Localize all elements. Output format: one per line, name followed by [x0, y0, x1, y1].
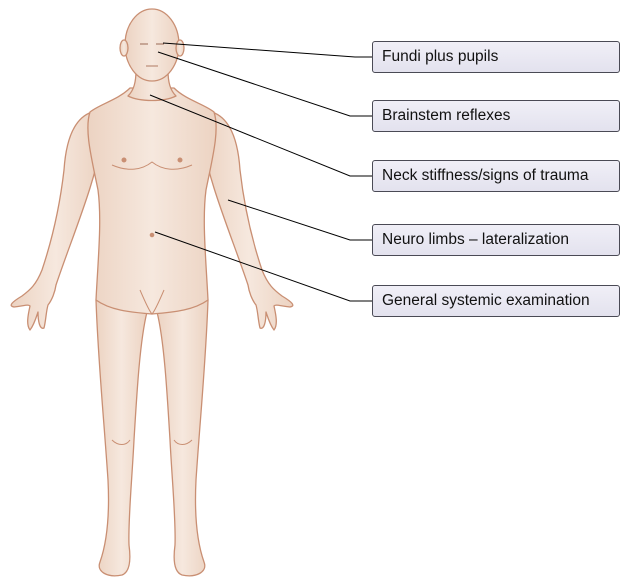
label-general-systemic: General systemic examination [372, 285, 620, 317]
label-brainstem-reflexes: Brainstem reflexes [372, 100, 620, 132]
head [125, 9, 179, 81]
label-neck-stiffness: Neck stiffness/signs of trauma [372, 160, 620, 192]
torso [88, 88, 216, 314]
left-nipple [122, 158, 126, 162]
left-ear [120, 40, 128, 56]
left-leg [96, 300, 147, 576]
leader-line-fundi [163, 43, 372, 57]
human-body-figure [11, 9, 293, 576]
right-leg [157, 300, 208, 576]
right-arm [204, 112, 293, 330]
label-fundi-pupils: Fundi plus pupils [372, 41, 620, 73]
right-ear [176, 40, 184, 56]
navel [150, 233, 154, 237]
label-neuro-limbs: Neuro limbs – lateralization [372, 224, 620, 256]
left-arm [11, 112, 100, 330]
right-nipple [178, 158, 182, 162]
